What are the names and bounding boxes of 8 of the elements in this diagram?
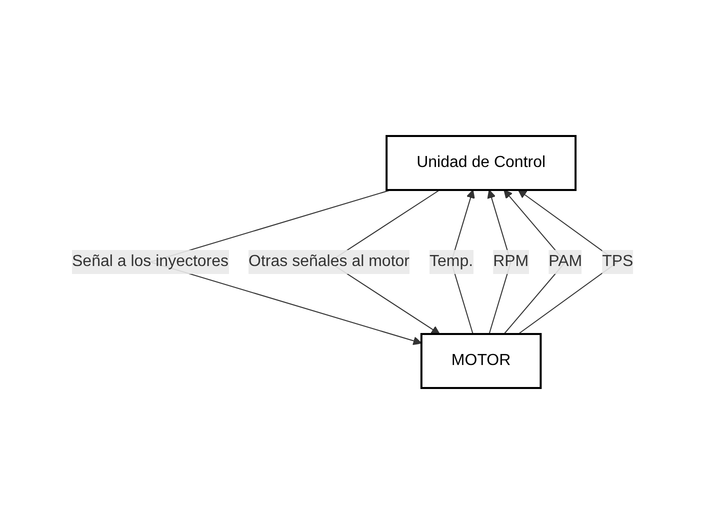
edge-label: PAM (549, 253, 582, 270)
edge-label: TPS (602, 253, 634, 270)
edge-label: Otras señales al motor (248, 253, 410, 270)
node-box: Unidad de Control (386, 135, 577, 191)
edge-label: RPM (493, 253, 529, 270)
node-box: MOTOR (420, 333, 542, 389)
edge-label: Señal a los inyectores (72, 253, 229, 270)
edge-label: Temp. (430, 253, 474, 270)
